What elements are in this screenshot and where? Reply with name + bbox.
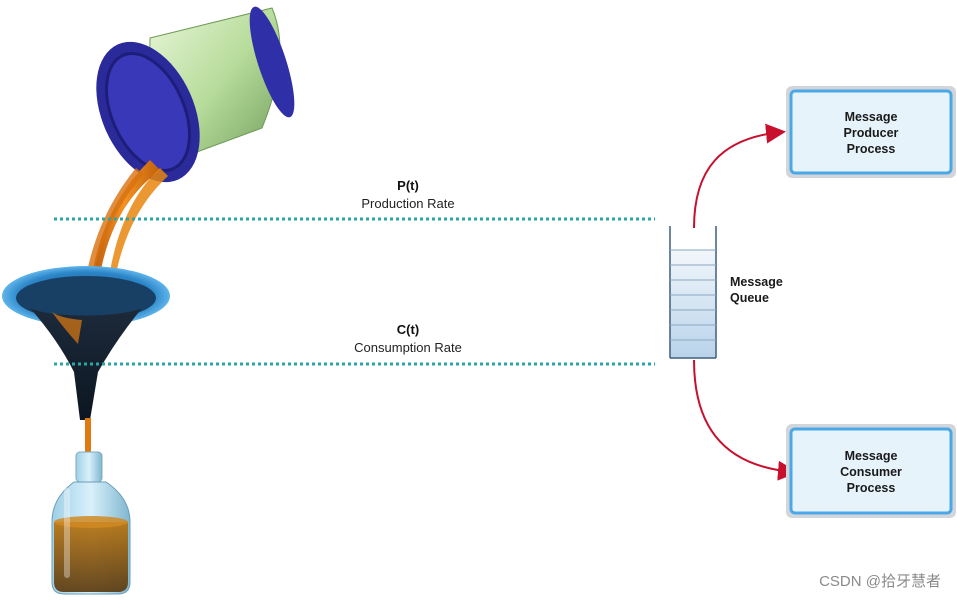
producer-line3: Process [847,142,896,156]
watermark: CSDN @拾牙慧者 [819,573,941,590]
paint-can-icon [96,6,295,183]
consumer-line3: Process [847,481,896,495]
funnel-icon [2,266,170,420]
producer-line1: Message [845,110,898,124]
arrow-to-consumer [693,359,798,481]
production-rate-label: Production Rate [361,196,454,211]
message-queue [669,226,717,359]
producer-line2: Producer [844,126,899,140]
bottle-icon [51,451,131,595]
arrow-to-producer [693,123,786,229]
consumer-line2: Consumer [840,465,902,479]
consumption-rate-label: Consumption Rate [354,340,462,355]
queue-label-line2: Queue [730,291,769,305]
consumer-box [786,424,956,518]
production-rate-symbol: P(t) [397,178,419,193]
queue-label-line1: Message [730,275,783,289]
producer-box [786,86,956,178]
consumption-rate-symbol: C(t) [397,322,419,337]
consumer-line1: Message [845,449,898,463]
